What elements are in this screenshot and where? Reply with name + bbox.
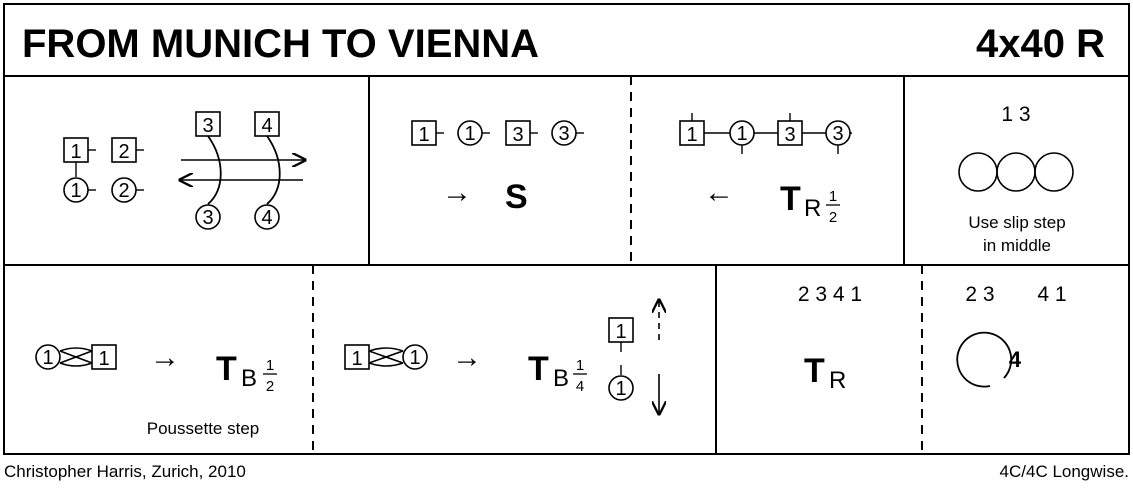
bar7-cell: 2 3 4 1 T R [798,283,862,394]
formation-note: 4C/4C Longwise. [999,462,1129,481]
man-1-square: 1 [63,137,96,163]
figure-subscript: R [804,195,821,222]
svg-text:3: 3 [202,207,213,229]
slip-circle-right [1034,152,1074,192]
bar5-cell: 1 1 → T B 1 2 Poussette step [35,341,277,438]
note-line-2: in middle [983,236,1051,255]
dancer-numbers: 1 3 [1001,103,1030,126]
direction-arrow: → [150,341,180,374]
svg-text:1: 1 [70,180,81,202]
svg-text:2: 2 [118,180,129,202]
fraction-denominator: 2 [266,378,274,395]
figure-symbol: S [505,178,528,216]
svg-text:2: 2 [118,141,129,163]
man-1-square: 1 [411,120,444,146]
figure-symbol: T [528,350,549,388]
svg-text:1: 1 [686,124,697,146]
woman-1-circle-right: 1 [608,365,634,401]
svg-text:4: 4 [261,115,272,137]
dance-diagram: FROM MUNICH TO VIENNA 4x40 R 1 2 1 [3,3,1130,455]
circle-figure [956,331,1013,388]
svg-text:1: 1 [70,141,81,163]
poussette-note: Poussette step [147,419,259,438]
man-1-square-right: 1 [608,317,634,352]
figure-symbol: T [216,350,237,388]
fraction-denominator: 4 [576,378,584,395]
woman-3-circle: 3 [195,204,221,230]
direction-arrow: ← [704,176,734,209]
woman-1-circle: 1 [729,120,755,154]
row1-frame [3,75,1130,266]
bar4-cell: 1 3 Use slip step in middle [958,103,1074,255]
svg-text:3: 3 [558,123,569,145]
poussette-hold [368,347,404,367]
dancer-numbers-left: 2 3 [965,283,994,306]
woman-2-circle: 2 [111,177,144,203]
svg-text:1: 1 [615,378,626,400]
fraction-numerator: 1 [829,188,837,205]
bar6-cell: 1 1 → T B 1 4 1 1 [344,300,659,414]
svg-text:3: 3 [784,124,795,146]
dancer-numbers: 2 3 4 1 [798,283,862,306]
figure-subscript: B [553,365,569,392]
fraction-numerator: 1 [576,357,584,374]
circle-count: 4 [1009,347,1022,372]
woman-1-circle: 1 [35,344,61,370]
man-3-square: 3 [195,111,221,137]
svg-text:3: 3 [512,124,523,146]
bar1-cell: 1 2 1 2 3 4 [63,111,305,230]
svg-text:1: 1 [42,347,53,369]
row2-frame [3,264,1130,455]
cross-path-3 [207,135,222,205]
svg-text:1: 1 [736,123,747,145]
woman-1-circle: 1 [402,344,428,370]
figure-symbol: T [804,352,825,390]
man-1-square: 1 [679,113,705,146]
woman-1-circle: 1 [63,162,96,203]
svg-text:1: 1 [418,124,429,146]
note-line-1: Use slip step [968,213,1065,232]
svg-text:3: 3 [202,115,213,137]
man-3-square: 3 [505,120,538,146]
man-2-square: 2 [111,137,144,163]
svg-text:1: 1 [98,348,109,370]
direction-arrow: → [442,176,472,209]
fraction-denominator: 2 [829,209,837,226]
author-credit: Christopher Harris, Zurich, 2010 [4,462,246,481]
formation-label: 4x40 R [976,22,1105,66]
svg-text:1: 1 [464,123,475,145]
bar8-cell: 2 3 4 1 4 [956,283,1067,388]
dance-title: FROM MUNICH TO VIENNA [22,22,539,66]
svg-text:1: 1 [615,321,626,343]
svg-text:4: 4 [261,207,272,229]
slip-circle-left [958,152,998,192]
svg-text:1: 1 [409,347,420,369]
bar2-cell: 1 1 3 3 → S [411,120,584,216]
woman-3-circle: 3 [825,120,851,154]
woman-3-circle: 3 [551,120,584,146]
fraction-numerator: 1 [266,357,274,374]
figure-subscript: B [241,365,257,392]
svg-text:1: 1 [351,348,362,370]
bar3-cell: 1 1 3 3 ← T R 1 2 [679,113,852,226]
svg-text:3: 3 [832,123,843,145]
figure-subscript: R [829,367,846,394]
man-1-square: 1 [91,344,117,370]
figure-symbol: T [780,180,801,218]
woman-4-circle: 4 [254,204,280,230]
woman-1-circle: 1 [457,120,490,146]
man-3-square: 3 [777,113,803,146]
cross-path-4 [266,135,281,205]
slip-circle-middle [996,152,1036,192]
man-1-square: 1 [344,344,370,370]
man-4-square: 4 [254,111,280,137]
direction-arrow: → [452,341,482,374]
dancer-numbers-right: 4 1 [1037,283,1066,306]
poussette-hold [59,347,93,367]
